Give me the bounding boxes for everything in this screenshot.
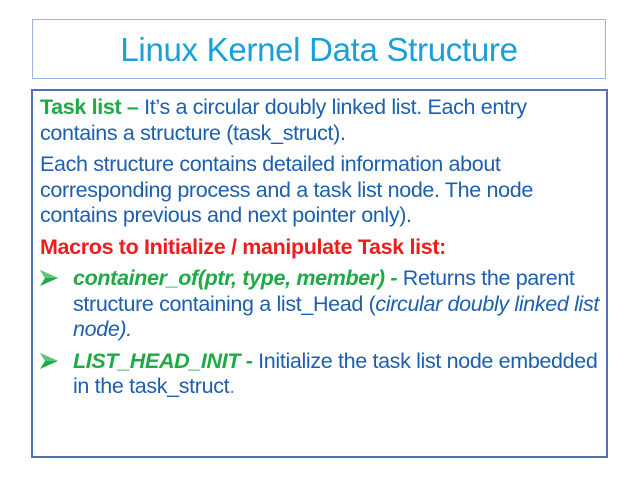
- structure-info-paragraph: Each structure contains detailed informa…: [40, 152, 600, 229]
- trailing-period: .: [229, 374, 235, 398]
- title-box: Linux Kernel Data Structure: [32, 19, 606, 79]
- macro-name-container-of: container_of(ptr, type, member) -: [73, 266, 398, 290]
- macro-description-list-head-init: Initialize the task list node embedded i…: [73, 348, 598, 399]
- macro-description-container-of: Returns the parent structure containing …: [73, 266, 575, 316]
- arrowhead-bullet-icon: [40, 349, 73, 400]
- arrowhead-bullet-icon: [40, 266, 73, 343]
- task-list-paragraph: Task list – It’s a circular doubly linke…: [40, 95, 600, 146]
- bullet-text-list-head-init: LIST_HEAD_INIT - Initialize the task lis…: [73, 349, 600, 400]
- macros-heading: Macros to Initialize / manipulate Task l…: [40, 234, 446, 259]
- bullet-text-container-of: container_of(ptr, type, member) - Return…: [73, 266, 600, 343]
- macro-name-list-head-init: LIST_HEAD_INIT -: [73, 348, 253, 373]
- task-list-term: Task list –: [40, 95, 139, 119]
- slide-title: Linux Kernel Data Structure: [120, 30, 518, 68]
- bullet-item-container-of: container_of(ptr, type, member) - Return…: [40, 266, 600, 343]
- content-box: Task list – It’s a circular doubly linke…: [31, 89, 608, 458]
- bullet-item-list-head-init: LIST_HEAD_INIT - Initialize the task lis…: [40, 349, 600, 400]
- macro-italic-note-container-of: circular doubly linked list node).: [73, 291, 599, 342]
- task-list-description: It’s a circular doubly linked list. Each…: [40, 95, 527, 145]
- structure-info-text: Each structure contains detailed informa…: [40, 152, 533, 227]
- macros-heading-paragraph: Macros to Initialize / manipulate Task l…: [40, 235, 600, 261]
